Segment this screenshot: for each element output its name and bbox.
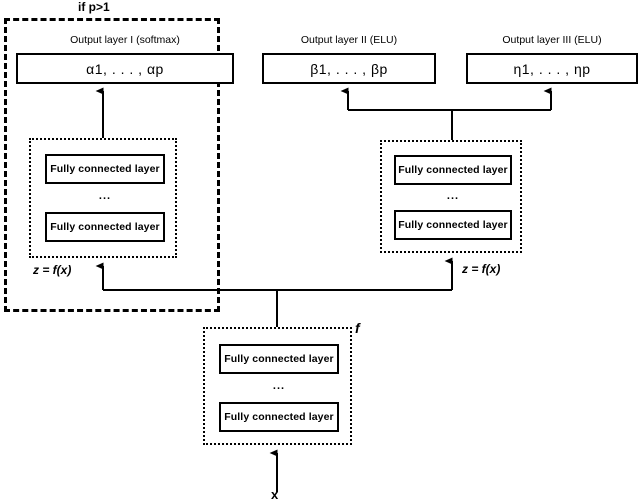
branch-label-right: z = f(x) (462, 262, 501, 276)
output-layer-1-box: α1, . . . , αp (16, 53, 234, 84)
output-layer-2-box: β1, . . . , βp (262, 53, 436, 84)
branch-label-left: z = f(x) (33, 263, 72, 277)
fc-group-ellipsis: ... (272, 380, 286, 392)
output-layer-1-caption: Output layer I (softmax) (70, 34, 180, 46)
fc-group-right: Fully connected layer ... Fully connecte… (380, 140, 522, 253)
condition-label: if p>1 (78, 0, 110, 14)
shared-block-label: f (355, 320, 360, 336)
conditional-region-border (4, 18, 220, 312)
fc-group-ellipsis: ... (446, 190, 460, 202)
output-layer-2-caption: Output layer II (ELU) (300, 34, 398, 46)
fc-layer-box: Fully connected layer (219, 402, 339, 432)
input-label: x (271, 487, 279, 502)
output-layer-3-caption: Output layer III (ELU) (502, 34, 602, 46)
fc-layer-box: Fully connected layer (219, 344, 339, 374)
fc-group-left: Fully connected layer ... Fully connecte… (29, 138, 177, 258)
fc-layer-box: Fully connected layer (45, 154, 165, 184)
fc-group-shared: Fully connected layer ... Fully connecte… (203, 327, 352, 445)
output-layer-3-box: η1, . . . , ηp (466, 53, 638, 84)
fc-layer-box: Fully connected layer (45, 212, 165, 242)
fc-layer-box: Fully connected layer (394, 155, 512, 185)
fc-layer-box: Fully connected layer (394, 210, 512, 240)
fc-group-ellipsis: ... (98, 190, 112, 202)
